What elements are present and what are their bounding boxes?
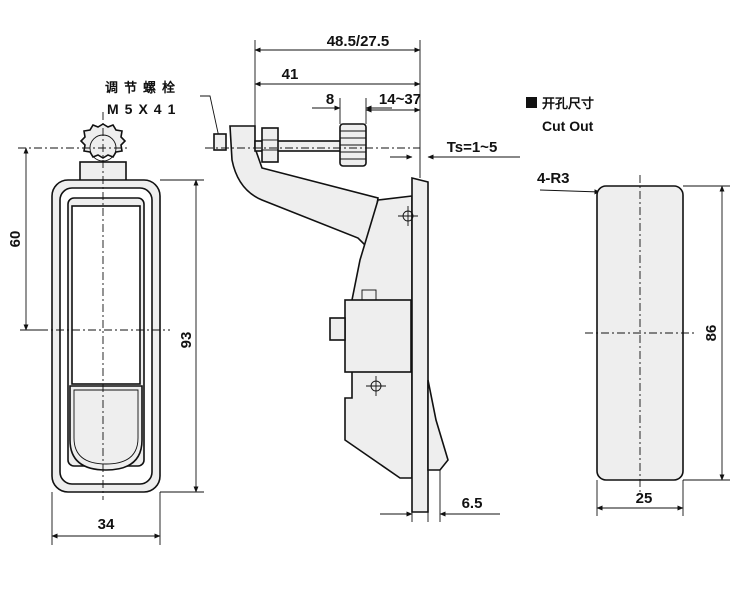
dim-34: 34 (98, 516, 115, 533)
screw-label-cn: 调节螺栓 (105, 80, 181, 96)
handle-profile (427, 379, 449, 471)
dim-48-5: 48.5/27.5 (327, 33, 390, 50)
latch-cam (329, 317, 346, 341)
dim-86: 86 (703, 325, 720, 342)
rod-nut (261, 127, 279, 163)
handle-grip (69, 385, 143, 471)
dim-6-5: 6.5 (462, 495, 483, 512)
dim-14-37: 14~37 (379, 91, 421, 108)
dim-4-r3: 4-R3 (537, 170, 570, 187)
cutout-title-en: Cut Out (542, 118, 594, 134)
dim-93: 93 (178, 332, 195, 349)
screw-nut (213, 133, 227, 151)
dim-8: 8 (326, 91, 334, 108)
cutout-view: 开孔尺寸 Cut Out 4-R3 86 25 (526, 96, 730, 516)
dim-ts: Ts=1~5 (447, 139, 498, 156)
side-view: 调节螺栓 M5X41 (105, 33, 520, 522)
front-view: 60 93 34 (7, 112, 204, 545)
side-arm (229, 125, 379, 252)
handle-upper (71, 205, 141, 385)
cutout-title-cn: 开孔尺寸 (542, 96, 594, 112)
front-flange (411, 176, 429, 513)
latch-block (344, 299, 412, 373)
dim-41: 41 (282, 66, 299, 83)
screw-label-spec: M5X41 (107, 101, 181, 117)
dim-25: 25 (636, 490, 653, 507)
dim-60: 60 (7, 231, 24, 248)
cutout-bullet (526, 97, 537, 108)
